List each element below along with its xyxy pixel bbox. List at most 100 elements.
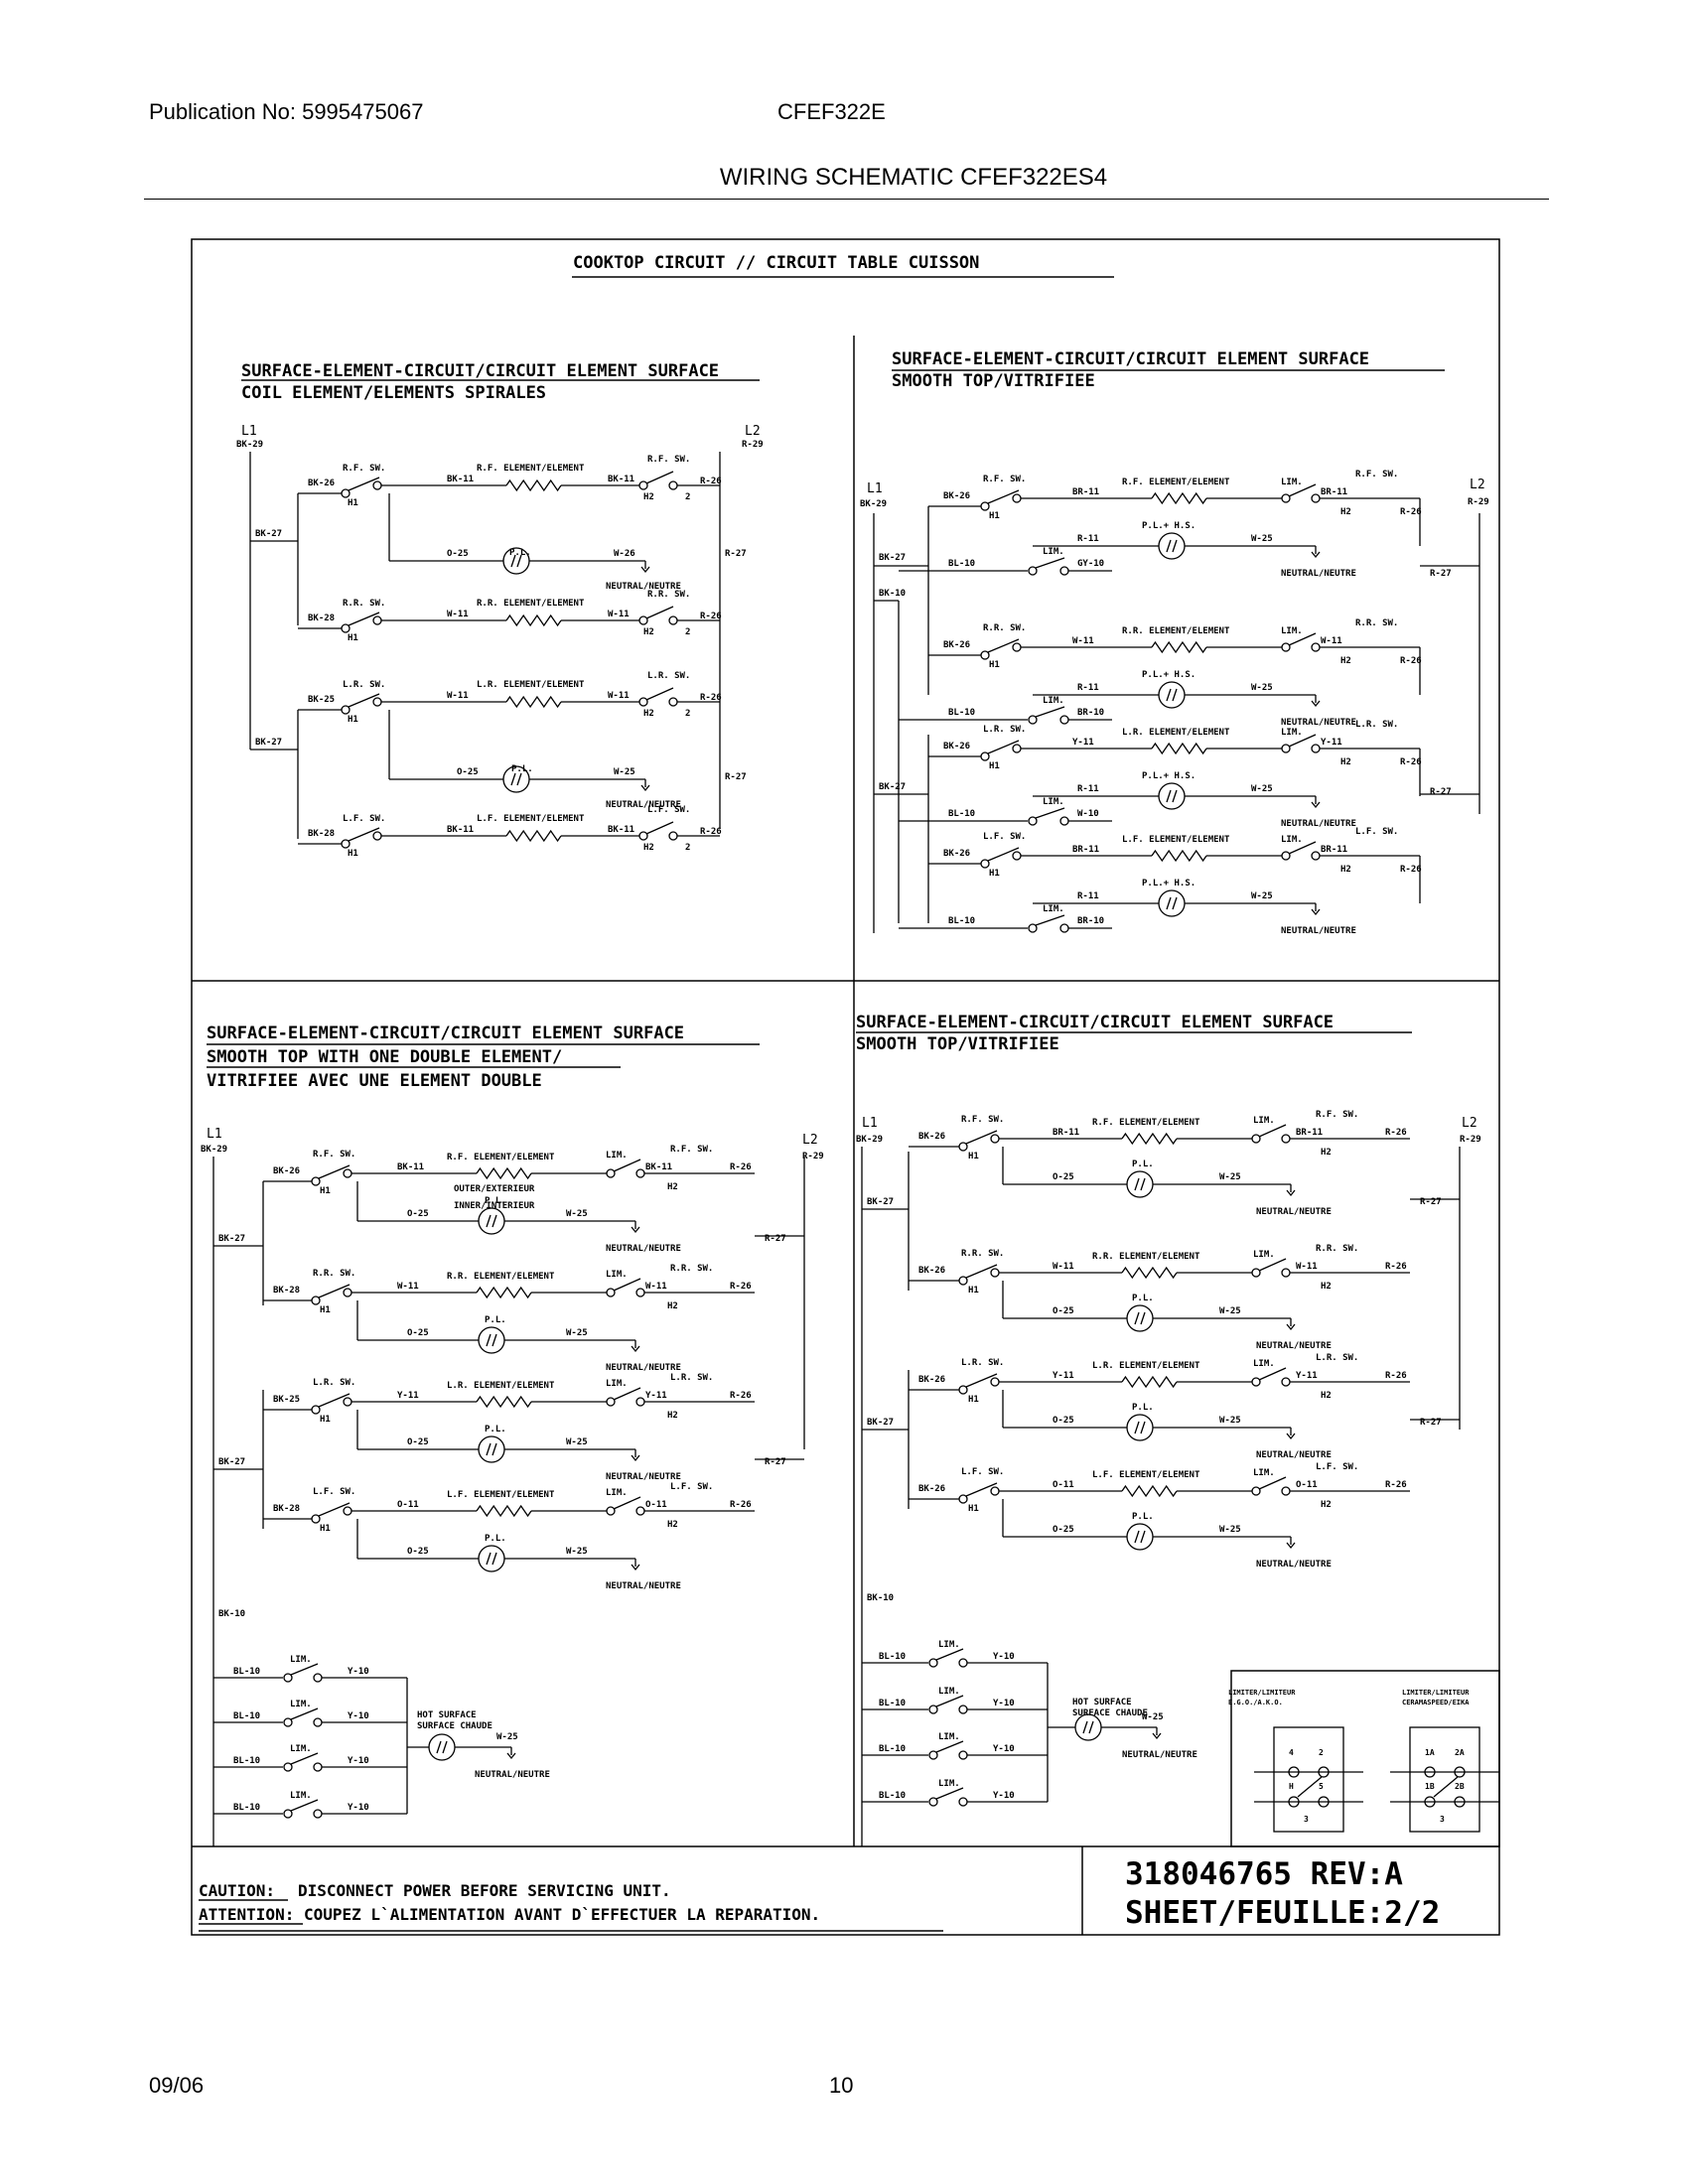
switch-blade: [348, 477, 380, 491]
label-lr-switch: L.R. SW.: [647, 671, 690, 681]
label-w11: W-11: [1321, 636, 1342, 646]
label-limiter: LIM.: [606, 1270, 628, 1280]
label-h1: H1: [320, 1524, 331, 1534]
label-lf-switch: L.F. SW.: [670, 1482, 713, 1492]
label-lr-switch: L.R. SW.: [1316, 1353, 1358, 1363]
label-bl10: BL-10: [948, 708, 975, 718]
label-o25: O-25: [447, 549, 469, 559]
label-y11: Y-11: [1296, 1371, 1318, 1381]
label-r27: R-27: [765, 1457, 786, 1467]
label-limiter: LIM.: [938, 1779, 960, 1789]
label-bk28: BK-28: [308, 614, 335, 623]
label-rf-element: R.F. ELEMENT/ELEMENT: [477, 464, 585, 474]
switch-terminal: [606, 1506, 616, 1516]
label-neutral: NEUTRAL/NEUTRE: [1281, 718, 1356, 728]
lamp-mark: [1140, 1530, 1146, 1544]
label-y10: Y-10: [993, 1652, 1015, 1662]
label-w25: W-25: [566, 1547, 588, 1557]
label-pl: P.L.: [485, 1196, 506, 1206]
label-bk27: BK-27: [255, 738, 282, 748]
panel-smooth-title-1: SURFACE-ELEMENT-CIRCUIT/CIRCUIT ELEMENT …: [892, 349, 1369, 369]
label-lf-switch: L.F. SW.: [1355, 827, 1398, 837]
label-rf-element: R.F. ELEMENT/ELEMENT: [1122, 478, 1230, 487]
element-resistor: [505, 695, 562, 709]
switch-terminal: [311, 1514, 321, 1524]
label-neutral: NEUTRAL/NEUTRE: [1256, 1341, 1332, 1351]
label-neutral: NEUTRAL/NEUTRE: [475, 1770, 550, 1780]
switch-terminal: [958, 1276, 968, 1286]
lamp-mark: [1172, 789, 1178, 803]
limiter-terminal: [283, 1673, 293, 1683]
label-rr-element: R.R. ELEMENT/ELEMENT: [477, 599, 585, 609]
label-neutral: NEUTRAL/NEUTRE: [1281, 926, 1356, 936]
label-limiter: LIM.: [938, 1687, 960, 1697]
limiter-terminal: [1424, 1766, 1436, 1778]
lamp-mark: [1134, 1177, 1140, 1191]
switch-blade: [613, 1387, 641, 1401]
label-br11: BR-11: [1072, 487, 1099, 497]
label-r26: R-26: [1385, 1262, 1407, 1272]
label-limiter: LIM.: [1253, 1468, 1275, 1478]
label-lr-switch: L.R. SW.: [961, 1358, 1004, 1368]
panel-smooth2-title-1: SURFACE-ELEMENT-CIRCUIT/CIRCUIT ELEMENT …: [856, 1013, 1334, 1032]
lamp-mark: [486, 1214, 492, 1228]
label-bk29-double: BK-29: [201, 1145, 227, 1155]
limiter-terminal: [958, 1797, 968, 1807]
label-r26: R-26: [1385, 1128, 1407, 1138]
lamp-mark: [486, 1442, 492, 1456]
limiter-terminal: [1028, 923, 1038, 933]
limiter-terminal: [1059, 715, 1069, 725]
label-l2-smooth: L2: [1470, 478, 1485, 492]
limiter-blade: [290, 1707, 319, 1720]
element-resistor: [505, 614, 562, 627]
limiter-blade: [1297, 1776, 1323, 1798]
label-limiter-wire: GY-10: [1077, 559, 1104, 569]
label-neutral: NEUTRAL/NEUTRE: [1256, 1450, 1332, 1460]
neutral-arrow: [1311, 908, 1321, 916]
limiter-blade: [935, 1787, 964, 1800]
switch-blade: [348, 612, 380, 626]
switch-terminal: [1281, 493, 1291, 503]
switch-blade: [987, 847, 1020, 862]
label-w25: W-25: [1251, 683, 1273, 693]
limiter-terminal: [283, 1717, 293, 1727]
label-bk11: BK-11: [608, 475, 634, 484]
label-y10: Y-10: [348, 1803, 369, 1813]
switch-terminal: [1281, 1377, 1291, 1387]
label-bk29-coil: BK-29: [236, 440, 263, 450]
label-limiter: LIM.: [290, 1655, 312, 1665]
switch-blade: [965, 1264, 998, 1279]
surface-chaude-label-smooth2: SURFACE CHAUDE: [1072, 1708, 1148, 1718]
limiter-terminal: [313, 1809, 323, 1819]
document-number: 318046765 REV:A: [1125, 1856, 1403, 1892]
switch-terminal: [343, 1397, 352, 1407]
label-r26: R-26: [1400, 507, 1422, 517]
hot-surface-label-smooth2: HOT SURFACE: [1072, 1698, 1132, 1707]
label-h2: H2: [667, 1411, 678, 1421]
label-limiter-terminal: 3: [1304, 1815, 1309, 1824]
label-h1: H1: [348, 715, 358, 725]
label-h2: H2: [1321, 1148, 1332, 1158]
limiter-terminal: [1454, 1766, 1466, 1778]
switch-terminal: [606, 1168, 616, 1178]
label-w25: W-25: [1251, 784, 1273, 794]
caution-text: DISCONNECT POWER BEFORE SERVICING UNIT.: [298, 1881, 671, 1900]
attention-label: ATTENTION:: [199, 1905, 294, 1924]
label-bk28: BK-28: [273, 1504, 300, 1514]
label-limiter: LIM.: [1043, 547, 1064, 557]
switch-blade: [613, 1496, 641, 1510]
switch-blade: [645, 687, 674, 701]
limiter-terminal: [1059, 566, 1069, 576]
limiter-terminal: [1059, 816, 1069, 826]
label-limiter: LIM.: [1281, 626, 1303, 636]
label-r29-double: R-29: [802, 1152, 824, 1161]
switch-blade: [613, 1278, 641, 1292]
label-o25: O-25: [407, 1328, 429, 1338]
label-limiter: LIM.: [1281, 835, 1303, 845]
label-r26: R-26: [1400, 656, 1422, 666]
label-r26: R-26: [730, 1282, 752, 1292]
lamp-mark: [1140, 1421, 1146, 1434]
pilot-lamp: [1158, 681, 1186, 709]
switch-terminal: [1311, 642, 1321, 652]
switch-blade: [987, 740, 1020, 754]
